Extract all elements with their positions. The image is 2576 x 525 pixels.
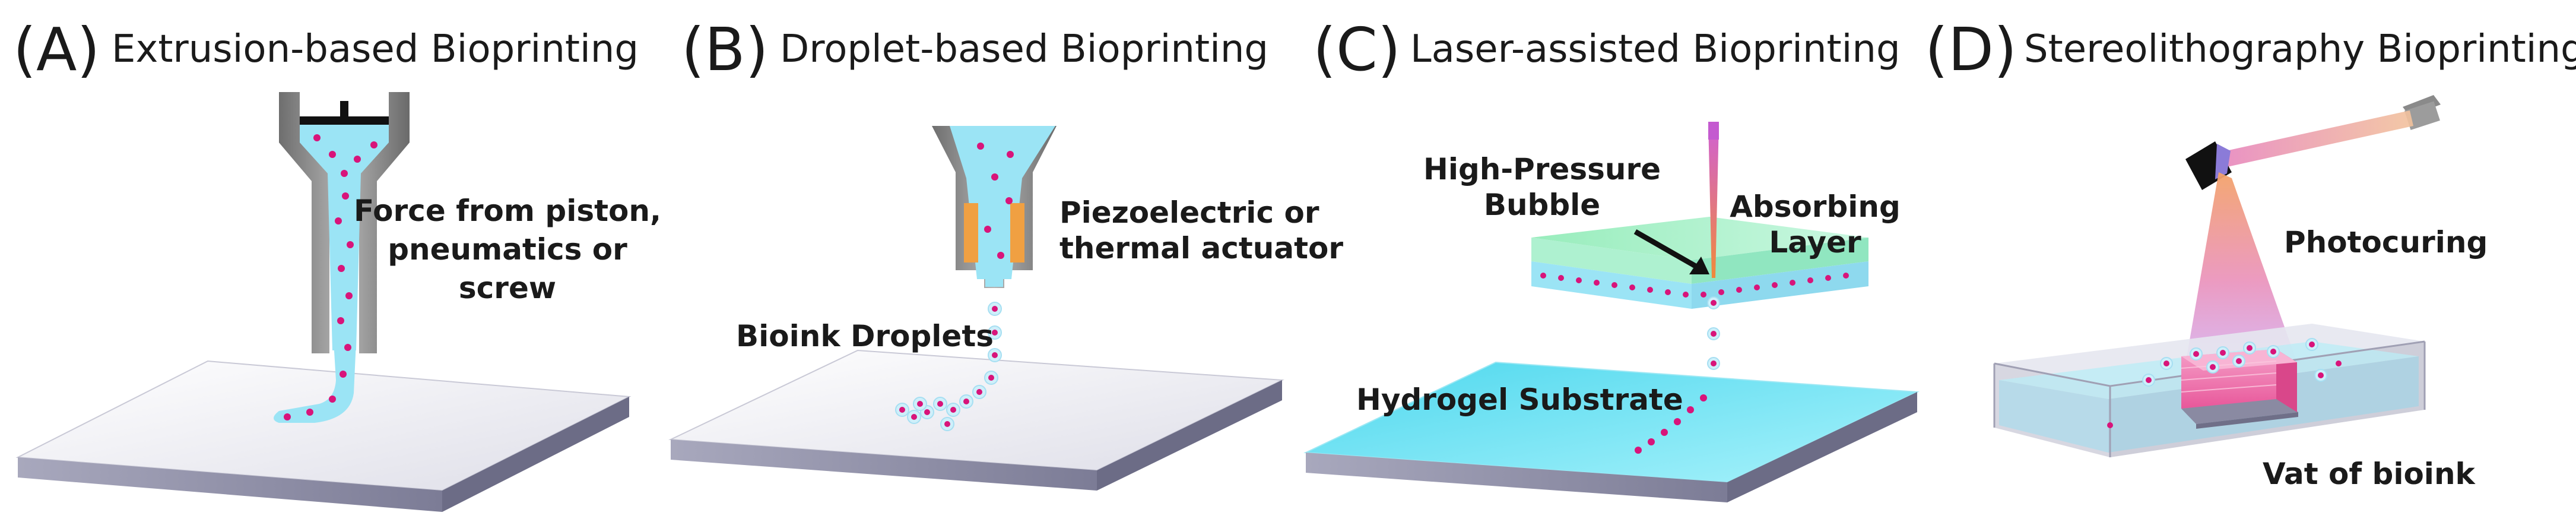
actuator-left [964,203,978,262]
panel-b-title: Droplet-based Bioprinting [780,27,1268,71]
laser-beam-upper [2215,110,2413,167]
label-photocuring: Photocuring [2284,225,2488,260]
extrusion-nozzle [279,92,410,353]
label-bubble: Bubble [1484,188,1600,222]
arrow-to-bubble [1633,229,1709,274]
label-absorbing: Absorbing [1730,189,1901,224]
extruded-filament [274,341,356,423]
panel-a-title: Extrusion-based Bioprinting [112,27,639,71]
panel-d-title: Stereolithography Bioprinting [2024,27,2576,71]
panel-c-title: Laser-assisted Bioprinting [1410,27,1901,71]
label-actuator-line1: Piezoelectric or [1059,195,1319,230]
platform-b [668,349,1284,491]
absorbing-layer [1531,217,1868,284]
cells-c [1540,273,1849,298]
platform-a [15,360,632,512]
transferred-droplets-c [1707,296,1720,370]
laser-beam-c [1708,122,1719,278]
label-layer: Layer [1769,225,1861,260]
laser-source [2403,95,2441,130]
label-hydrogel-substrate: Hydrogel Substrate [1356,382,1683,417]
label-force-line2: pneumatics or [388,232,627,267]
floating-cells-d [2107,338,2342,428]
label-bioink-droplets: Bioink Droplets [736,319,994,353]
curing-beam [2184,172,2297,371]
cells-b [977,143,1014,259]
panel-c: (C) Laser-assisted Bioprinting [1303,15,1920,502]
panel-b: (B) Droplet-based Bioprinting [668,15,1343,491]
panel-b-letter: (B) [681,15,769,84]
cells-a [284,134,377,420]
actuator-right [1010,203,1024,262]
build-platform [2181,398,2298,429]
droplet-nozzle [932,126,1057,288]
label-high-pressure: High-Pressure [1423,152,1661,186]
panel-a-letter: (A) [13,15,100,84]
label-force-line1: Force from piston, [354,194,661,228]
bioink-droplets-b [895,302,1002,431]
panel-d-letter: (D) [1925,15,2017,84]
panel-d: (D) Stereolithography Bioprinting [1925,15,2576,491]
panel-a: (A) Extrusion-based Bioprinting Force fr… [13,15,661,512]
label-actuator-line2: thermal actuator [1059,231,1343,265]
label-force-line3: screw [459,271,556,305]
deposited-cells-c [1635,394,1707,454]
panel-c-letter: (C) [1313,15,1401,84]
hydrogel-substrate [1303,361,1920,502]
label-vat-of-bioink: Vat of bioink [2263,457,2476,491]
